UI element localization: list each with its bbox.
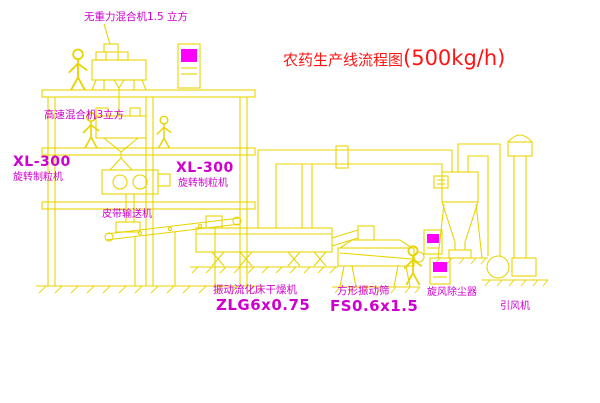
label-granulator-right-model: XL-300 xyxy=(176,160,234,176)
induced-draft-fan xyxy=(482,255,549,287)
title-text: 农药生产线流程图 xyxy=(283,51,404,69)
label-granulator-right-name: 旋转制粒机 xyxy=(178,178,228,189)
title-capacity: (500kg/h) xyxy=(403,46,506,70)
cyclone-dust-collector xyxy=(432,171,488,265)
fluid-bed-dryer xyxy=(190,215,338,274)
drawing-title: 农药生产线流程图(500kg/h) xyxy=(283,46,505,70)
control-panel-3 xyxy=(429,257,451,285)
label-high-speed-mixer: 高速混合机3立方 xyxy=(44,109,125,121)
rotary-granulator xyxy=(101,169,171,222)
worker-figures xyxy=(67,48,423,286)
gravity-mixer xyxy=(91,23,147,116)
control-panel-2 xyxy=(423,229,443,255)
label-vibrating-screen-model: FS0.6x1.5 xyxy=(330,297,419,315)
label-fluid-bed-dryer: 振动流化床干燥机 xyxy=(213,284,297,296)
high-speed-mixer xyxy=(95,107,147,171)
label-granulator-left-name: 旋转制粒机 xyxy=(13,172,63,183)
label-fan: 引风机 xyxy=(500,301,530,312)
worker-1 xyxy=(67,48,89,91)
label-fluid-bed-dryer-model: ZLG6x0.75 xyxy=(216,296,311,314)
exhaust-stack xyxy=(507,134,533,258)
control-panel-1 xyxy=(177,43,201,89)
fan-duct xyxy=(457,143,501,256)
exhaust-duct xyxy=(257,145,453,228)
label-gravity-mixer: 无重力混合机1.5 立方 xyxy=(84,11,189,23)
label-belt-conveyor: 皮带输送机 xyxy=(102,209,152,220)
label-cyclone: 旋风除尘器 xyxy=(427,287,477,298)
belt-conveyor xyxy=(104,216,242,286)
label-vibrating-screen: 方形振动筛 xyxy=(337,285,390,297)
vibrating-screen xyxy=(331,225,425,294)
worker-3 xyxy=(156,115,172,149)
label-granulator-left-model: XL-300 xyxy=(13,154,71,170)
